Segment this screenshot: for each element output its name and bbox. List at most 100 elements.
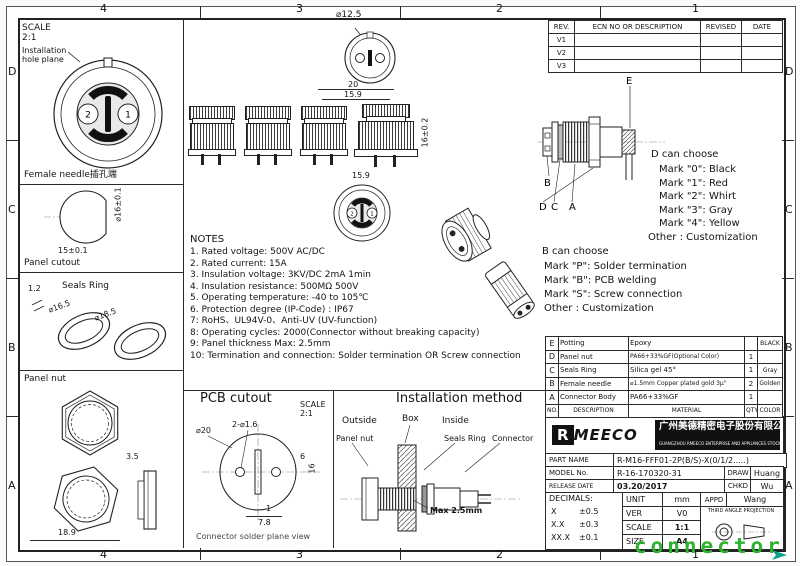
side-view-1 [188,106,236,166]
connector-top-view [344,27,396,84]
zone-col-label: 4 [100,548,107,561]
seal-thickness-dim: 1.2 [28,284,41,293]
panel-cutout-label: Panel cutout [24,258,81,268]
logo-r-mark: R [552,425,574,445]
note-item: 3. Insulation voltage: 3KV/DC 2mA 1min [190,270,371,280]
connector-watermark: connector [634,534,784,558]
zone-row-label: D [8,65,17,78]
note-item: 2. Rated current: 15A [190,258,287,269]
bom-qty: 1 [744,363,758,378]
nut-thickness-dim: 3.5 [126,452,139,461]
female-needle-caption: Female needle插孔端 [24,170,117,180]
partition-line [18,184,183,185]
bom-material: Epoxy [628,336,745,351]
pin-number-1: 1 [125,111,131,121]
rev-cell-empty [574,33,701,47]
d-choose-item: Mark "1": Red [659,177,728,189]
bom-qty: 1 [744,390,758,405]
zone-row-label: C [8,203,16,216]
size-value: A4 [662,534,702,550]
partition-line [333,390,334,548]
rev-cell-empty [700,46,742,60]
bom-color: BLACK [757,336,783,351]
bom-desc: Potting [558,336,629,351]
callout-c: C [551,202,558,212]
side-view-3 [300,106,348,166]
exploded-side-view: E B D C A [537,76,665,212]
bom-color [757,349,783,364]
b-choose-item: Mark "P": Solder termination [544,261,687,272]
installation-hole-callout: Installation hole plane [22,46,67,65]
logo-wordmark: MEECO [573,426,638,444]
note-item: 9: Panel thickness Max: 2.5mm [190,339,331,349]
panel-cutout-diameter-dim: ⌀16±0.1 [113,187,123,222]
note-item: 7: RoHS、UL94V-0、Anti-UV (UV-function) [190,316,378,326]
rev-row-id: V2 [548,46,575,60]
d-choose-item: Mark "4": Yellow [659,218,740,229]
note-item: 10: Termination and connection: Solder t… [190,350,521,361]
zone-tick [200,548,201,560]
bom-desc: Connector Body [558,390,629,405]
projection-cell [700,506,784,550]
zone-row-label: B [785,341,793,354]
zone-tick [6,140,18,141]
bom-table: E Potting Epoxy BLACK D Panel nut PA66+3… [545,336,783,418]
zone-tick [200,6,201,18]
rev-cell-empty [574,46,701,60]
connector-3d-view-small [485,261,535,319]
dim-15-9: 15.9 [344,90,362,99]
bom-footer-no: NO. [545,403,559,418]
bom-qty: 2 [744,376,758,391]
zone-tick [400,548,401,560]
bom-color: Gray [757,363,783,378]
bom-qty: 1 [744,349,758,364]
zone-row-label: D [785,65,794,78]
callout-a: A [569,202,576,212]
bom-footer-color: COLOR [757,403,783,418]
b-choose-item: Other : Customization [544,303,654,314]
d-choose-item: Mark "2": Whirt [659,191,736,202]
bom-footer-desc: DESCRIPTION [558,403,629,418]
rev-header: REV. [548,20,575,34]
tol3-label: XX.X [551,533,570,542]
rev-cell-empty [741,33,783,47]
zone-row-label: A [785,479,793,492]
bom-material: PA66+33%GF [628,390,745,405]
zone-tick [600,548,601,560]
seals-ring-label: Seals Ring [62,281,109,291]
install-panel-nut-label: Panel nut [336,434,374,443]
rev-row-id: V1 [548,33,575,47]
pcb-scale-value: 2:1 [300,409,313,418]
dim-15-9-bottom: 15.9 [352,171,370,180]
partition-line [183,390,545,391]
pcb-dim-16: 16 [307,463,317,474]
bom-no: B [545,376,559,391]
b-choose-item: Mark "B": PCB welding [544,275,657,286]
note-item: 1. Rated voltage: 500V AC/DC [190,247,325,257]
zone-col-label: 2 [496,2,503,15]
bom-qty [744,336,758,351]
bom-desc: Panel nut [558,349,629,364]
tol3-value: ±0.1 [579,533,599,542]
partition-line [183,18,184,548]
zone-tick [6,278,18,279]
company-name-cn: 广州美德精密电子股份有限公司 [659,421,780,432]
b-choose-title: B can choose [542,246,609,257]
bom-material: PA66+33%GF(Optional Color) [628,349,745,364]
bom-no: C [545,363,559,378]
rev-cell-empty [700,59,742,73]
pcb-dim-1: 1 [266,504,272,513]
rev-header: ECN NO OR DESCRIPTION [574,20,701,34]
note-item: 8: Operating cycles: 2000(Connector with… [190,327,480,338]
pcb-caption: Connector solder plane view [196,532,311,541]
bom-footer-qty: QTY [744,403,758,418]
b-choose-item: Mark "S": Screw connection [544,289,683,300]
zone-tick [782,140,794,141]
rev-header: REVISED [700,20,742,34]
zone-col-label: 2 [496,548,503,561]
dim-line [318,89,394,90]
zone-col-label: 1 [692,548,699,561]
pcb-dim-d20: ⌀20 [196,426,211,435]
bom-material: Silica gel 45° [628,363,745,378]
note-item: 6. Protection degree (IP-Code) : IP67 [190,304,354,315]
